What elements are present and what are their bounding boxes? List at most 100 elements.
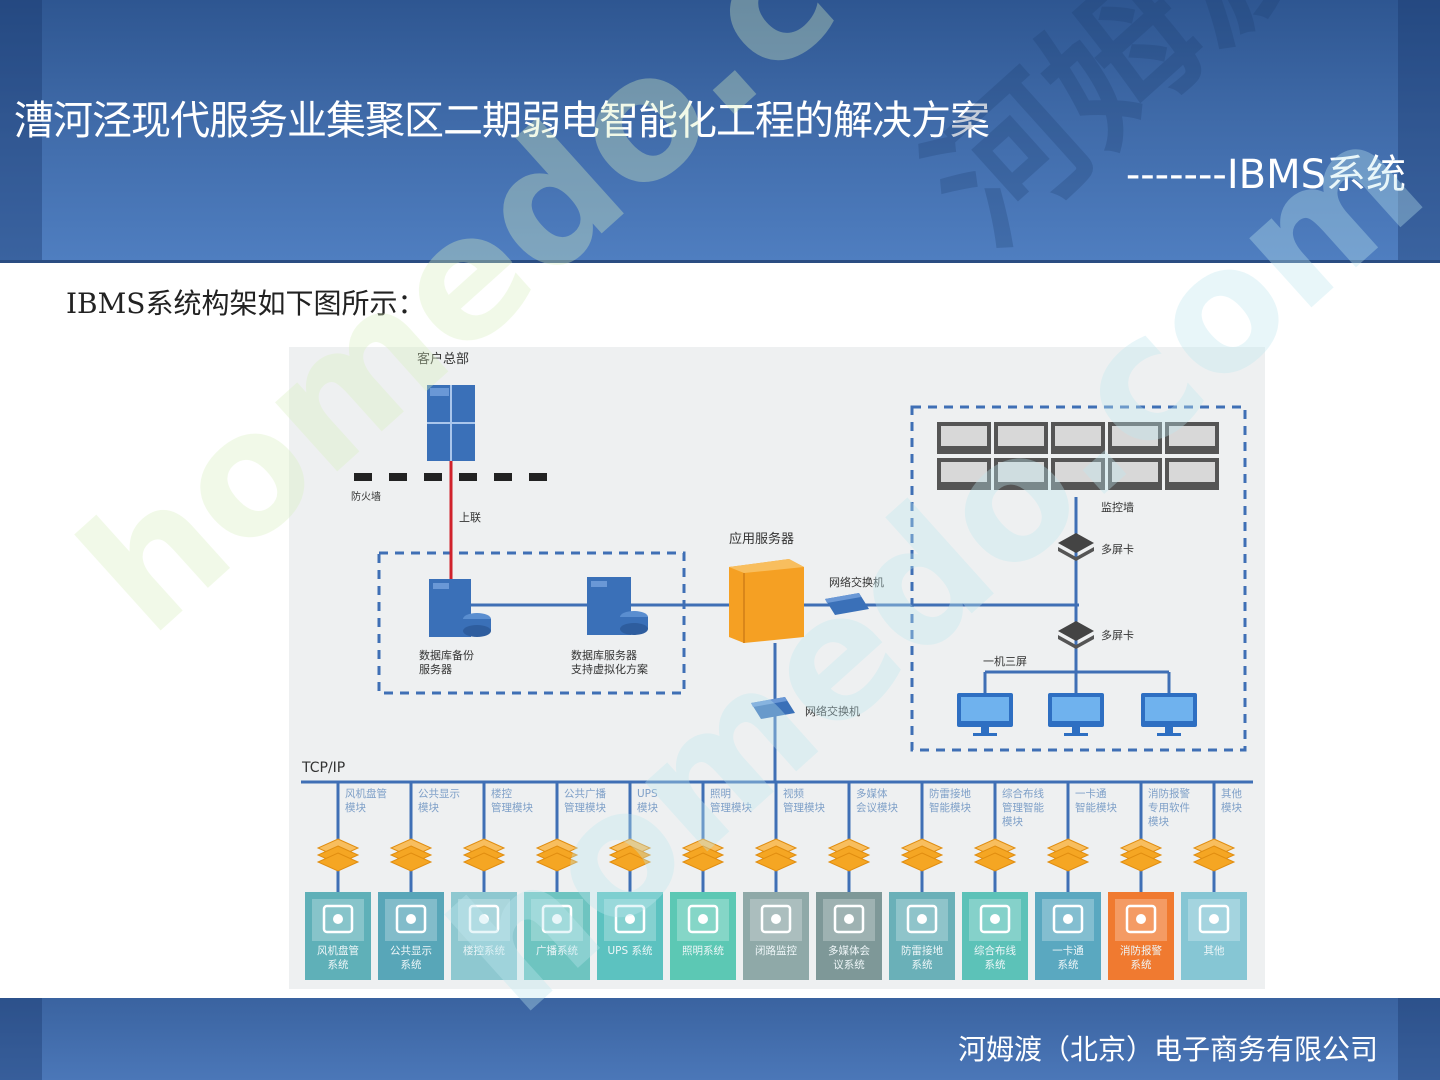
wall-screen — [994, 458, 1048, 490]
module-label: 模块 — [345, 802, 366, 814]
module-stack-icon — [681, 838, 725, 872]
system-label: 多媒体会 — [828, 944, 870, 957]
db-server-label-line2: 支持虚拟化方案 — [571, 662, 648, 676]
module-label: 模块 — [637, 802, 658, 814]
ellipsis-icon — [1198, 904, 1230, 934]
monitor-wall-icon — [937, 422, 1219, 490]
system-label: 照明系统 — [682, 944, 724, 957]
module-columns: 风机盘管模块风机盘管系统公共显示模块公共显示系统楼控管理模块楼控系统公共广播管理… — [305, 782, 1247, 980]
wall-screen — [1108, 422, 1162, 454]
module-label: 会议模块 — [856, 801, 898, 814]
system-box: 照明系统 — [670, 892, 736, 980]
module-label: 管理模块 — [783, 801, 825, 814]
company-name: 河姆渡（北京）电子商务有限公司 — [957, 1033, 1378, 1066]
system-label: 系统 — [401, 958, 422, 971]
lightning-icon — [906, 904, 938, 934]
module-label: 管理智能 — [1002, 801, 1044, 814]
multiscreen-card-2-icon — [1058, 621, 1094, 649]
system-label: 综合布线 — [974, 944, 1016, 957]
tcpip-label: TCP/IP — [301, 760, 345, 776]
module-label: 智能模块 — [1075, 801, 1117, 814]
module-label: 其他 — [1221, 787, 1243, 800]
microphone-icon — [833, 904, 865, 934]
footer-right-edge — [1398, 998, 1440, 1080]
module-label: 消防报警 — [1148, 787, 1190, 800]
module-stack-icon — [1192, 838, 1236, 872]
fire-extinguisher-icon — [1125, 904, 1157, 934]
fan-coil-icon — [322, 904, 354, 934]
ibms-architecture-diagram: 客户总部 防火墙 上联 数据库备份 服务器 — [289, 347, 1265, 989]
system-label: 系统 — [912, 958, 933, 971]
workstation-monitor-icon — [1141, 693, 1197, 736]
firewall-line — [354, 473, 547, 481]
module-label: 多媒体 — [856, 787, 888, 800]
db-server-label-line1: 数据库服务器 — [571, 648, 637, 662]
system-label: 系统 — [985, 958, 1006, 971]
network-switch-bottom-icon — [751, 697, 795, 719]
module-label: 管理模块 — [491, 801, 533, 814]
firewall-label: 防火墙 — [351, 490, 381, 503]
module-stack-icon — [535, 838, 579, 872]
system-label: 一卡通 — [1052, 944, 1084, 957]
module-stack-icon — [973, 838, 1017, 872]
module-label: 模块 — [418, 802, 439, 814]
system-label: 楼控系统 — [463, 944, 505, 957]
system-box: 广播系统 — [524, 892, 590, 980]
db-group-dashed-box — [377, 551, 686, 695]
system-label: 广播系统 — [536, 944, 578, 957]
system-box: 其他 — [1181, 892, 1247, 980]
module-label: 视频 — [783, 787, 804, 800]
module-stack-icon — [900, 838, 944, 872]
module-stack-icon — [1046, 838, 1090, 872]
wall-screen — [1108, 458, 1162, 490]
module-stack-icon — [827, 838, 871, 872]
slide-footer: 河姆渡（北京）电子商务有限公司 — [0, 998, 1440, 1080]
wall-screen — [1051, 458, 1105, 490]
broadcast-icon — [541, 904, 573, 934]
system-label: 防雷接地 — [901, 944, 943, 957]
module-label: 模块 — [1221, 802, 1243, 814]
system-label: 风机盘管 — [317, 944, 359, 957]
module-label: 防雷接地 — [929, 787, 971, 800]
module-column: UPS 模块 UPS 系统 — [597, 782, 663, 980]
module-label: 模块 — [1002, 816, 1023, 828]
slide-header: 漕河泾现代服务业集聚区二期弱电智能化工程的解决方案 -------IBMS系统 — [0, 0, 1440, 263]
module-label: 管理模块 — [564, 801, 606, 814]
cctv-icon — [760, 904, 792, 934]
workstation-monitors — [957, 693, 1197, 736]
one-machine-label: 一机三屏 — [983, 654, 1027, 668]
system-label: UPS 系统 — [607, 944, 653, 957]
module-label: 专用软件 — [1148, 801, 1190, 814]
module-stack-icon — [316, 838, 360, 872]
system-box: UPS 系统 — [597, 892, 663, 980]
system-label: 闭路监控 — [755, 944, 797, 957]
system-label: 消防报警 — [1120, 944, 1162, 957]
header-left-edge — [0, 0, 42, 260]
uplink-label: 上联 — [459, 511, 481, 524]
switch-top-label: 网络交换机 — [829, 575, 884, 589]
monitor-group-dashed-box — [910, 405, 1247, 752]
module-label: UPS — [637, 788, 658, 800]
module-stack-icon — [462, 838, 506, 872]
monitor-wall-label: 监控墙 — [1101, 500, 1134, 514]
module-stack-icon — [389, 838, 433, 872]
wall-screen — [1165, 458, 1219, 490]
wall-screen — [1051, 422, 1105, 454]
power-icon — [614, 904, 646, 934]
module-label: 模块 — [1148, 816, 1170, 828]
